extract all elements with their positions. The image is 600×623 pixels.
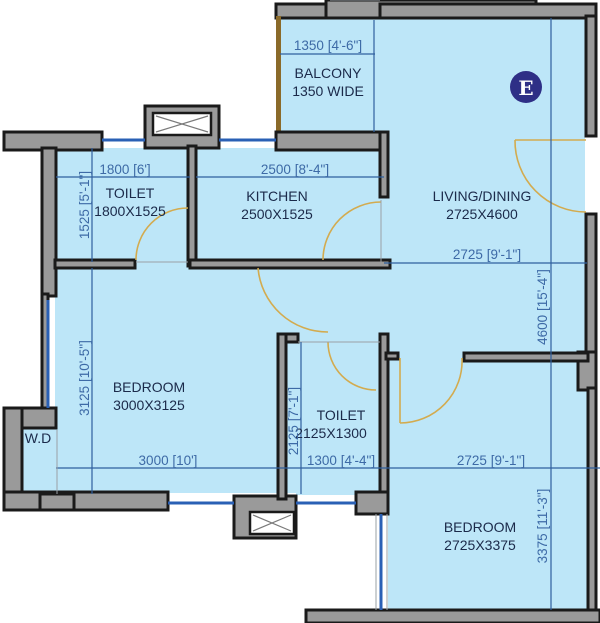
wall <box>584 212 598 356</box>
dim-bedroom1-depth: 3125 [10'-5"] <box>77 340 92 416</box>
wall <box>274 2 330 20</box>
room-name-kitchen: KITCHEN <box>246 188 307 204</box>
wall <box>188 258 392 270</box>
dim-toilet1-width: 1800 [6'] <box>99 162 150 177</box>
room-size-living: 2725X4600 <box>446 206 518 222</box>
windows <box>46 0 388 610</box>
toilet2-door-swing <box>327 341 377 391</box>
duct-symbols <box>151 111 296 536</box>
wall <box>378 332 390 516</box>
entry-marker-circle <box>510 71 542 103</box>
wall <box>586 386 598 612</box>
room-size-toilet1: 1800X1525 <box>94 203 166 219</box>
toilet1-door-swing <box>135 207 189 261</box>
wall <box>378 2 598 20</box>
entry-marker-letter: E <box>518 76 533 100</box>
wall <box>462 351 590 363</box>
room-name-wd: W.D <box>25 430 51 446</box>
room-name-bedroom2: BEDROOM <box>444 519 516 535</box>
entry-door-swing <box>514 139 587 213</box>
room-size-bedroom1: 3000X3125 <box>113 397 185 413</box>
wall <box>276 332 288 501</box>
wall <box>2 490 170 512</box>
room-name-bedroom1: BEDROOM <box>113 379 185 395</box>
dim-living-depth: 4600 [15'-4"] <box>535 269 550 345</box>
bedroom2-door-swing <box>399 357 463 424</box>
room-size-bedroom2: 2725X3375 <box>444 537 516 553</box>
wall <box>304 608 600 623</box>
entry-marker: E <box>510 71 542 103</box>
wall <box>38 492 76 512</box>
dimension-lines <box>56 18 600 610</box>
dim-bedroom2-depth: 3375 [11'-3"] <box>535 489 550 564</box>
wall <box>384 351 400 361</box>
balcony-railing <box>276 16 281 134</box>
dim-living-width: 2725 [9'-1"] <box>453 247 521 262</box>
room-size-toilet2: 2125X1300 <box>295 425 367 441</box>
dim-toilet1-depth: 1525 [5'-1"] <box>77 171 92 239</box>
toilet1-floor <box>55 148 190 263</box>
wall <box>186 144 198 268</box>
room-name-toilet2: TOILET <box>317 407 366 423</box>
toilet2-floor <box>296 340 380 495</box>
passage-floor <box>385 263 585 363</box>
dim-kitchen-width: 2500 [8'-4"] <box>261 162 329 177</box>
wall <box>378 130 390 199</box>
dim-bedroom2-width: 2725 [9'-1"] <box>457 453 525 468</box>
dim-bedroom1-width: 3000 [10'] <box>139 453 198 468</box>
dimension-labels: 1350 [4'-6"] 1800 [6'] 2500 [8'-4"] 1525… <box>77 38 550 563</box>
dim-toilet2-depth: 2125 [7'-1"] <box>286 387 301 455</box>
room-name-living: LIVING/DINING <box>433 188 532 204</box>
wall <box>53 258 137 270</box>
wall <box>274 130 390 152</box>
dim-toilet2-width: 1300 [4'-4"] <box>307 453 375 468</box>
wall <box>354 490 390 516</box>
room-name-balcony: BALCONY <box>295 65 363 81</box>
kitchen-floor <box>196 148 386 263</box>
room-size-kitchen: 2500X1525 <box>241 206 313 222</box>
kitchen-door-swing <box>322 201 382 261</box>
room-name-toilet1: TOILET <box>106 185 155 201</box>
wall <box>584 14 598 138</box>
wall <box>40 146 58 298</box>
room-size-balcony: 1350 WIDE <box>292 83 364 99</box>
bedroom2-floor <box>388 360 588 610</box>
dim-balcony-width: 1350 [4'-6"] <box>294 38 362 53</box>
room-labels: BALCONY 1350 WIDE TOILET 1800X1525 KITCH… <box>25 65 532 553</box>
bedroom1-door-swing <box>257 267 329 333</box>
doors <box>135 139 587 424</box>
